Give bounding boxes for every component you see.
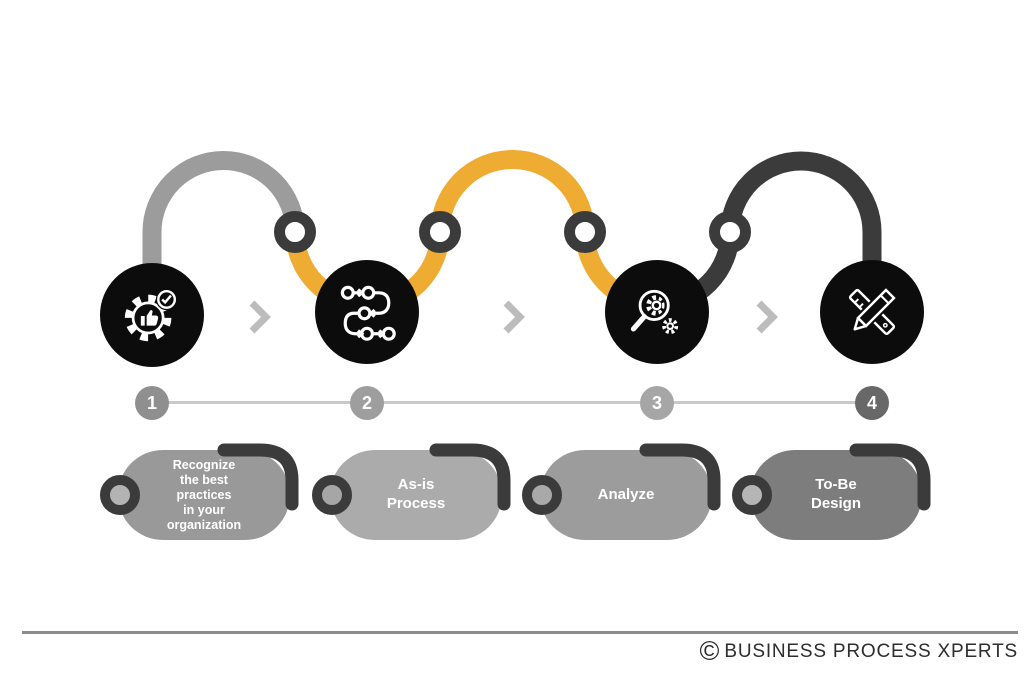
pill-step-3: Analyze [522,443,721,540]
pill-ring-3 [522,475,562,515]
step-label: As-is Process [386,476,446,512]
step-number: 3 [651,392,662,413]
pill-step-2: As-is Process [312,443,511,540]
path-segment-gray [142,151,305,295]
pill-ring-2 [312,475,352,515]
connector-ring-3 [564,211,606,253]
connector-ring-4 [709,211,751,253]
step-label: Recognize the best practices in your org… [166,457,242,532]
magnifier-gears-icon [630,287,679,335]
timeline-marker-2: 2 [350,386,384,420]
timeline-marker-1: 1 [135,386,169,420]
process-flow-icon [340,285,396,341]
footer-divider [22,631,1018,634]
step-number: 4 [866,392,877,413]
brand-name: BUSINESS PROCESS XPERTS [724,640,1018,662]
pill-ring-4 [732,475,772,515]
footer-brand: © BUSINESS PROCESS XPERTS [699,638,1018,665]
ruler-pencil-icon [848,285,899,336]
path-segment-dark [657,151,882,314]
step-node-4 [820,260,924,364]
timeline-marker-4: 4 [855,386,889,420]
timeline-marker-3: 3 [640,386,674,420]
step-number: 2 [361,392,372,413]
step-node-2 [315,260,419,364]
step-label: To-Be Design [810,476,861,512]
chevron-right-icon [503,300,525,334]
chevron-right-icon [249,300,271,334]
connector-ring-1 [274,211,316,253]
timeline-line [152,401,872,404]
step-label: Analyze [597,485,655,503]
step-node-3 [605,260,709,364]
step-number: 1 [146,392,157,413]
pill-corner-accent [429,443,511,511]
pill-corner-accent [849,443,931,511]
pill-step-4: To-Be Design [732,443,931,540]
step-node-1 [100,263,204,367]
pill-step-1: Recognize the best practices in your org… [100,443,299,540]
copyright-icon: © [699,636,720,666]
pill-corner-accent [639,443,721,511]
pill-ring-1 [100,475,140,515]
pill-corner-accent [217,443,299,511]
connector-ring-2 [419,211,461,253]
gear-thumbs-up-icon [124,288,178,342]
chevron-right-icon [756,300,778,334]
